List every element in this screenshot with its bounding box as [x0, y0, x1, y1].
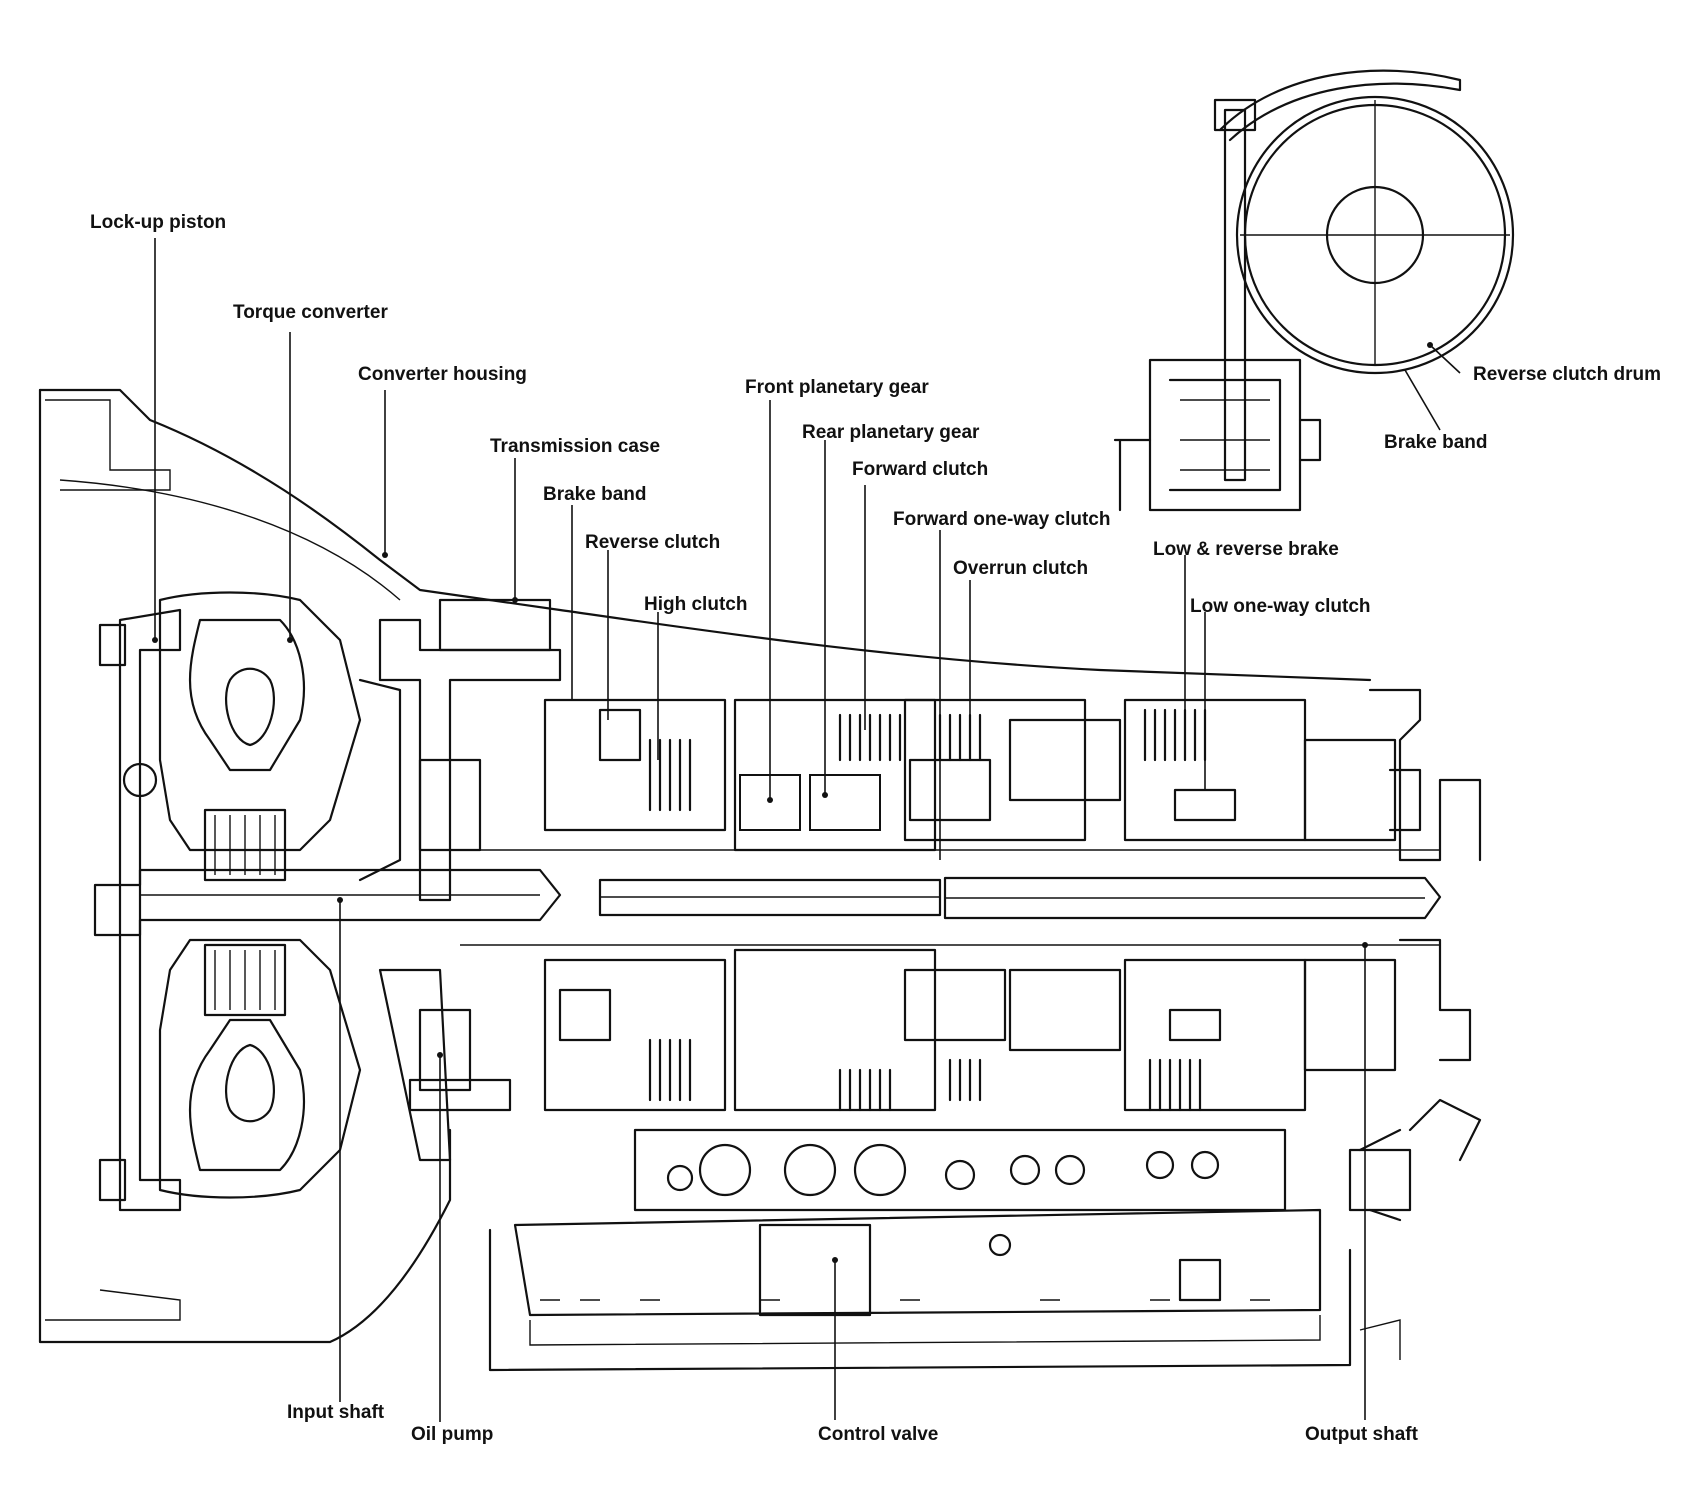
- label-rear-planetary-gear: Rear planetary gear: [802, 422, 980, 443]
- main-shafts: [93, 849, 1442, 946]
- upper-clutch-packs: [543, 698, 1422, 852]
- label-transmission-case: Transmission case: [490, 436, 660, 457]
- overrun-clutch-plates-lower: [948, 1058, 982, 1102]
- high-clutch-plates-upper: [648, 738, 692, 812]
- overrun-clutch-plates-upper: [938, 713, 982, 762]
- converter-housing-outline: [38, 388, 1372, 1344]
- torque-converter: [98, 591, 362, 1212]
- label-overrun-clutch: Overrun clutch: [953, 558, 1088, 579]
- valve-body-and-oil-pan: [488, 1128, 1352, 1372]
- label-forward-clutch: Forward clutch: [852, 459, 988, 480]
- label-high-clutch: High clutch: [644, 594, 747, 615]
- forward-clutch-plates-upper: [838, 713, 902, 762]
- label-reverse-clutch-drum: Reverse clutch drum: [1473, 364, 1661, 385]
- oil-pump-section: [358, 598, 562, 1162]
- label-torque-converter: Torque converter: [233, 302, 388, 323]
- label-front-planetary-gear: Front planetary gear: [745, 377, 929, 398]
- label-converter-housing: Converter housing: [358, 364, 527, 385]
- text-labels: Lock-up piston Torque converter Converte…: [90, 212, 1661, 1445]
- label-control-valve: Control valve: [818, 1424, 938, 1445]
- label-brake-band: Brake band: [543, 484, 646, 505]
- leader-dots: [152, 342, 1433, 1263]
- high-clutch-plates-lower: [648, 1038, 692, 1102]
- lower-clutch-packs: [543, 948, 1397, 1112]
- label-brake-band-inset: Brake band: [1384, 432, 1487, 453]
- forward-clutch-plates-lower: [838, 1068, 892, 1112]
- label-input-shaft: Input shaft: [287, 1402, 385, 1423]
- label-forward-one-way-clutch: Forward one-way clutch: [893, 509, 1110, 530]
- label-output-shaft: Output shaft: [1305, 1424, 1419, 1445]
- label-reverse-clutch: Reverse clutch: [585, 532, 720, 553]
- rear-extension: [1348, 688, 1482, 1360]
- inset-reverse-clutch-drum: [1113, 69, 1515, 512]
- label-oil-pump: Oil pump: [411, 1424, 493, 1445]
- low-reverse-brake-plates-lower: [1148, 1058, 1202, 1112]
- low-reverse-brake-plates-upper: [1143, 708, 1207, 762]
- label-low-reverse-brake: Low & reverse brake: [1153, 539, 1339, 560]
- label-lockup-piston: Lock-up piston: [90, 212, 226, 233]
- leader-lines: [154, 238, 1461, 1422]
- label-low-one-way-clutch: Low one-way clutch: [1190, 596, 1371, 617]
